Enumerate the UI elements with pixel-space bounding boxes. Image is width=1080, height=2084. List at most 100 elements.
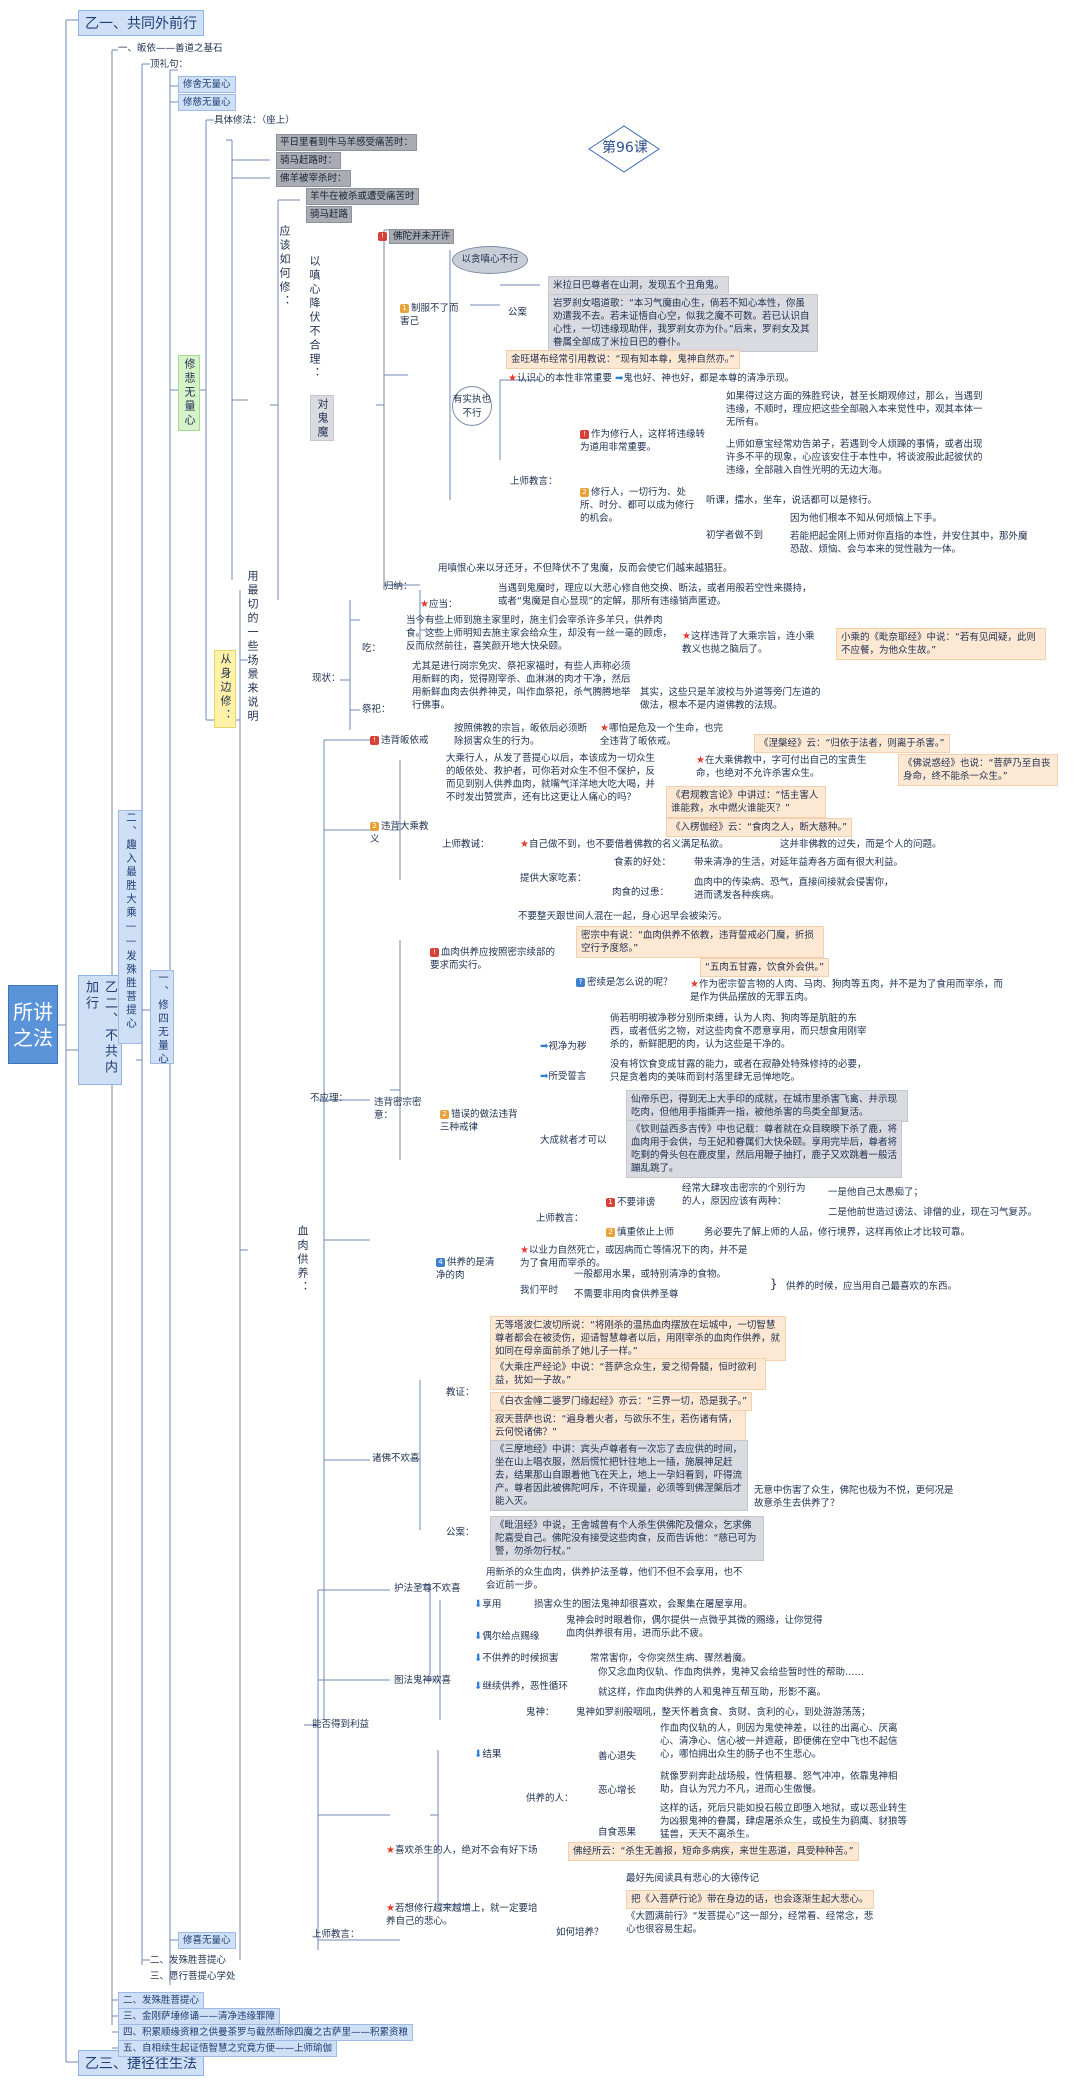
four-immeasurables-node[interactable]: 一、修四无量心	[150, 970, 174, 1067]
gl2c[interactable]: 《大圆满前行》“发菩提心”这一部分，经常看、经常念，悲心也很容易生起。	[626, 1911, 874, 1935]
p2h[interactable]: 不要整天跟世间人混在一起，身心迟早会被染污。	[518, 911, 728, 922]
sacrifice-node[interactable]: 祭祀：	[362, 704, 391, 715]
sutra-1[interactable]: 小乘的《毗奈耶经》中说：“若有见闻疑，此则不应餐，为他众生故。”	[836, 628, 1046, 660]
gg3a[interactable]: 常常害你，令你突然生病、骤然着魔。	[590, 1653, 752, 1664]
gl2a[interactable]: 最好先阅读具有悲心的大德传记	[626, 1873, 760, 1884]
v1c[interactable]: 《涅槃经》云：“归依于法者，则离于杀害。”	[754, 734, 950, 753]
p2b[interactable]: 这并非佛教的过失，而是个人的问题。	[780, 839, 942, 850]
v2c[interactable]: 《佛说惑经》也说：“菩萨乃至自丧身命，终不能杀一众生。”	[898, 754, 1058, 786]
ghost-demon-node[interactable]: 对鬼魔	[310, 395, 334, 441]
bodhi-b-node[interactable]: 二、发殊胜菩提心	[150, 1955, 227, 1966]
p2-node[interactable]: 上师教诫：	[442, 839, 490, 850]
gg4a[interactable]: 你又念血肉仪轨、作血肉供养，鬼神又会给些暂时性的帮助……	[598, 1667, 865, 1678]
v3r[interactable]: 二是他前世造过谤法、诽僧的业，现在习气复苏。	[828, 1207, 1038, 1218]
gg3[interactable]: ⬇不供养的时候损害	[474, 1653, 559, 1664]
guru-yoga-node[interactable]: 五、自相续生起证悟智慧之究竟方便——上师瑜伽	[118, 2040, 338, 2057]
section-uncommon-preliminaries[interactable]: 乙二、不共内加行	[78, 975, 122, 1085]
k2[interactable]: 《毗沮经》中说，王舍城曾有个人杀生供佛陀及僧众，乞求佛陀嘉受自己。佛陀没有接受这…	[490, 1516, 764, 1561]
g1b-node[interactable]: 上师如意宝经常劝告弟子，若遇到令人烦躁的事情，或者出现许多不平的现象，心应该安住…	[726, 439, 983, 476]
p2d[interactable]: 食素的好处：	[614, 857, 672, 868]
g1-node[interactable]: !作为修行人，这样将违缘转为道用非常重要。	[580, 429, 706, 453]
sinful[interactable]: ★这样违背了大乘宗旨，连小乘教义也抛之脑后了。	[682, 631, 815, 655]
sacrifice-2[interactable]: 其实，这些只是羊波校与外道等旁门左道的做法，根本不是内道佛教的法规。	[640, 687, 821, 711]
section-shortcut[interactable]: 乙三、捷径往生法	[78, 2050, 204, 2076]
gg1[interactable]: ⬇享用	[474, 1599, 502, 1610]
self[interactable]: 自食恶果	[598, 1827, 637, 1838]
root-node[interactable]: 所讲之法	[8, 985, 58, 1064]
v4e[interactable]: 供养的时候，应当用自己最喜欢的东西。	[786, 1281, 958, 1292]
p2c[interactable]: 提供大家吃素：	[520, 873, 587, 884]
beginner-node[interactable]: 初学者做不到	[706, 530, 764, 541]
from-side-node[interactable]: 从身边修：	[214, 650, 236, 728]
sacrifice-1[interactable]: 尤其是进行岗宗免灾、祭祀家福时，有些人声称必须用新鲜的肉，觉得刚宰杀、血淋淋的肉…	[412, 661, 631, 711]
v3-node[interactable]: 违背密宗密意：	[374, 1097, 422, 1121]
refuge-node[interactable]: 一、皈依——善道之基石	[118, 43, 223, 54]
should-node[interactable]: ★应当：	[420, 599, 458, 610]
gg4[interactable]: ⬇继续供养，恶性循环	[474, 1681, 568, 1692]
status-node[interactable]: 现状：	[312, 673, 341, 684]
g1a-node[interactable]: 如果得过这方面的殊胜窍诀，甚至长期观修过，那么，当遇到违缘，不顺时，理应把这些全…	[726, 391, 983, 428]
gain-node[interactable]: 能否得到利益	[312, 1719, 370, 1730]
compassion-node[interactable]: 修悲无量心	[178, 355, 200, 431]
self1[interactable]: 这样的话，死后只能如投石般立即堕入地狱，或以恶业转生为凶狠鬼神的眷属，肆虐屠杀众…	[660, 1803, 908, 1840]
beginner-2[interactable]: 若能把起金刚上师对你直指的本性，并安住其中，那外魔恐敌、烦恼、会与本来的觉性融为…	[790, 531, 1028, 555]
v3q[interactable]: 一是他自己太愚痴了；	[828, 1187, 924, 1198]
equanimity-node[interactable]: 修舍无量心	[178, 76, 236, 93]
v4d[interactable]: 不需要非用肉食供养圣尊	[574, 1289, 679, 1300]
gg2[interactable]: ⬇偶尔给点赐缘	[474, 1631, 540, 1642]
summary-1[interactable]: 用嗔恨心来以牙还牙，不但降伏不了鬼魔，反而会使它们越来越猖狂。	[438, 563, 733, 574]
mandala-node[interactable]: 四、积累顺缘资粮之供曼茶罗与截然断除四魔之古萨里——积累资粮	[118, 2024, 414, 2041]
case-node[interactable]: 公案：	[446, 1527, 475, 1538]
t2[interactable]: 《大乘庄严经论》中说：“菩萨念众生，爱之彻骨髓，恒时欲利益，犹如一子故。”	[490, 1358, 766, 1390]
v3c[interactable]: ?密续是怎么说的呢？	[576, 976, 673, 989]
method-1[interactable]: 平日里看到牛马羊感受痛苦时：	[276, 134, 418, 151]
mercy-bubble[interactable]: 有实执也不行	[452, 386, 492, 426]
v3i[interactable]: ➡所受誓言	[540, 1071, 587, 1082]
v4c[interactable]: 一般都用水果，或特别清净的食物。	[574, 1269, 727, 1280]
v2a[interactable]: 大乘行人，从发了菩提心以后，本该成为一切众生的皈依处、救护者，可你若对众生不但不…	[446, 753, 656, 803]
method-4[interactable]: 羊牛在被杀或遭受痛苦时	[306, 188, 419, 205]
v1a[interactable]: 按照佛教的宗旨，皈依后必须断除损害众生的行为。	[454, 723, 588, 747]
p2e[interactable]: 带来清净的生活，对延年益寿各方面有很大利益。	[694, 857, 904, 868]
bodhicitta-node[interactable]: 二、发殊胜菩提心	[118, 1992, 205, 2009]
evil1[interactable]: 就像罗刹奔赴战场般，性情粗暴、怒气冲冲，依靠鬼神相助，自认为咒力不凡，进而心生傲…	[660, 1771, 898, 1795]
v1b[interactable]: ★哪怕是危及一个生命，也完全违背了皈依戒。	[600, 723, 723, 747]
v3e[interactable]: ★作为密宗誓言物的人肉、马肉、狗肉等五肉，并不是为了食用而宰杀，而是作为供品摆放…	[690, 979, 1003, 1003]
section-common-preliminaries[interactable]: 乙一、共同外前行	[78, 10, 204, 36]
gl1[interactable]: ★若想修行越来越增上，就一定要培养自己的悲心。	[386, 1903, 538, 1927]
v3n[interactable]: 上师教言：	[536, 1213, 584, 1224]
p2g[interactable]: 血肉中的传染病、恐气，直接间接就会侵害你，进而诱发各种疾病。	[694, 877, 894, 901]
ghost2-node[interactable]: 图法鬼神欢喜	[394, 1675, 452, 1686]
v4a[interactable]: ★以业力自然死亡，或因病而亡等情况下的肉，并不是为了食用而宰杀的。	[520, 1245, 748, 1269]
v3k[interactable]: 大成就者才可以	[540, 1135, 607, 1146]
gl2b[interactable]: 把《入菩萨行论》带在身边的话，也会逐渐生起大悲心。	[626, 1890, 874, 1909]
gl2[interactable]: 如何培养？	[556, 1927, 604, 1938]
ghostv[interactable]: 鬼神：	[526, 1707, 555, 1718]
k1b[interactable]: 无意中伤害了众生，佛陀也极为不悦，更何况是故意杀生去供养了？	[754, 1485, 954, 1509]
evil[interactable]: 恶心增长	[598, 1785, 637, 1796]
love-node[interactable]: 修慈无量心	[178, 94, 236, 111]
g2a-node[interactable]: 听课，擂水，坐车，说话都可以是修行。	[706, 495, 878, 506]
joy-node[interactable]: 修喜无量心	[178, 1932, 236, 1949]
mahayana-bodhicitta-node[interactable]: 二、趣入最胜大乘——发殊胜菩提心	[118, 810, 142, 1044]
k1[interactable]: 《三摩地经》中讲：宾头卢尊者有一次忘了去应供的时间，坐在山上唱衣服，然后慌忙把针…	[490, 1440, 748, 1511]
bodhi-c-node[interactable]: 三、愿行菩提心学处	[150, 1971, 236, 1982]
v3t[interactable]: 务必要先了解上师的人品，修行境界，这样再依止才比较可靠。	[704, 1227, 971, 1238]
v3l[interactable]: 仙帝乐巴，得到无上大手印的成就，在城市里杀害飞禽、并示现吃肉，但他用手指撕弄一指…	[626, 1090, 908, 1122]
v2e[interactable]: 《入楞伽经》云：“食肉之人，断大慈种。”	[666, 818, 853, 837]
how-to-practice[interactable]: 应该如何修：	[278, 225, 291, 309]
t3[interactable]: 《白衣金幢二婆罗门缘起经》亦云：“三界一切，恐是我子。”	[490, 1392, 753, 1411]
good[interactable]: 善心退失	[598, 1751, 637, 1762]
hate-bubble[interactable]: 以贪嗔心不行	[452, 246, 528, 274]
please-node[interactable]: 诸佛不欢喜	[372, 1453, 420, 1464]
case-label[interactable]: 公案	[508, 307, 528, 318]
ghost-compassion-node[interactable]: 以嗔心降伏不合理：	[308, 255, 321, 381]
should-1[interactable]: 当遇到鬼魔时，理应以大悲心修自他交换、断法，或者用般若空性来摄持，或者“鬼魔是自…	[498, 583, 812, 607]
